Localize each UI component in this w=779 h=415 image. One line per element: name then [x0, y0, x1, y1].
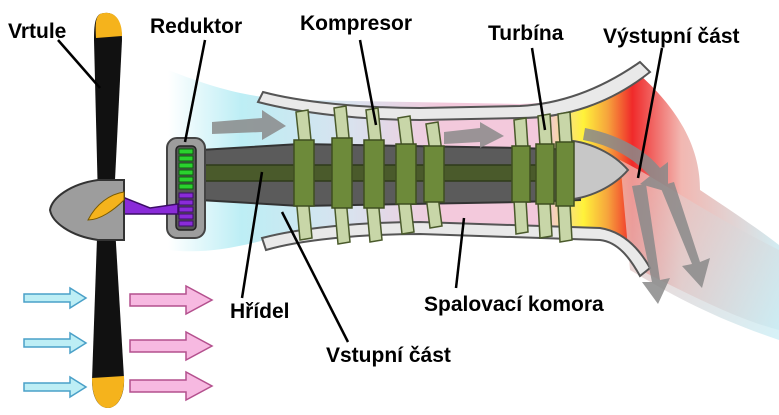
flow-arrows [212, 110, 710, 304]
turbine-stages [511, 111, 575, 243]
exhaust-cone [559, 138, 630, 202]
label-inlet: Vstupní část [326, 344, 451, 367]
thrust-arrows [129, 284, 214, 402]
label-exhaust: Výstupní část [603, 25, 740, 48]
label-shaft: Hřídel [230, 300, 290, 323]
label-compressor: Kompresor [300, 12, 412, 35]
leader-lines [57, 39, 664, 343]
propeller-spinner [48, 179, 125, 241]
compressor-stages [293, 105, 445, 245]
propeller [92, 12, 125, 408]
exhaust-plume [620, 160, 779, 340]
label-gearbox: Reduktor [150, 15, 242, 38]
label-turbine: Turbína [488, 22, 564, 45]
casing-bottom [260, 220, 652, 278]
gearbox [166, 137, 206, 239]
casing-top [256, 60, 652, 122]
inflow-arrows [23, 286, 88, 399]
spinner-blade-root [87, 191, 125, 221]
label-combustor: Spalovací komora [424, 293, 604, 316]
label-propeller: Vrtule [8, 20, 66, 43]
